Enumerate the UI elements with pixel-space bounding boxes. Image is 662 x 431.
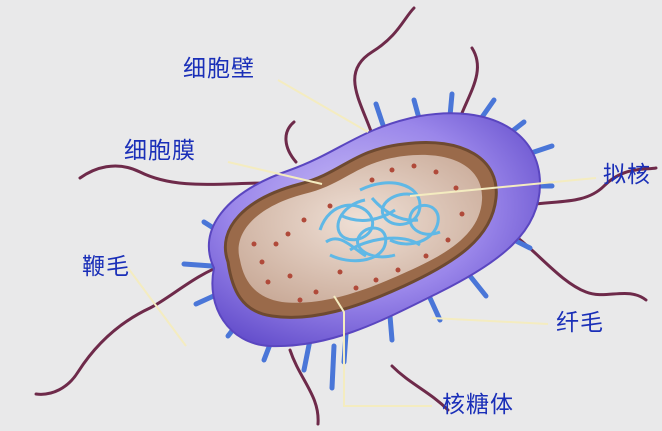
pilus	[467, 273, 489, 299]
label-flagellum: 鞭毛	[82, 254, 130, 280]
label-ribosome: 核糖体	[442, 392, 514, 418]
label-cell-membrane: 细胞膜	[124, 138, 196, 164]
label-cell-wall: 细胞壁	[183, 56, 255, 82]
pilus	[329, 343, 337, 391]
pilus	[427, 295, 443, 323]
leader-line-ribosome	[333, 295, 432, 407]
leader-line-cell-membrane	[227, 161, 323, 185]
pilus	[387, 313, 395, 343]
leader-line-flagellum	[127, 267, 187, 347]
flagellum	[288, 348, 320, 426]
cytoplasm	[238, 154, 483, 303]
leader-line-cell-wall	[277, 79, 369, 133]
leader-line-pilus	[431, 317, 549, 325]
flagellum	[508, 230, 648, 302]
nucleoid	[318, 181, 441, 263]
leader-lines	[127, 79, 597, 407]
pilus	[373, 101, 387, 131]
pilus	[181, 261, 215, 269]
flagellum	[34, 262, 228, 396]
ribosomes	[251, 163, 465, 303]
flagellum	[284, 120, 298, 164]
flagellum	[390, 364, 450, 412]
pilus	[301, 337, 313, 373]
label-nucleoid: 拟核	[603, 162, 651, 188]
flagellum	[353, 6, 416, 136]
leader-line-nucleoid	[409, 177, 597, 197]
label-pilus: 纤毛	[556, 310, 604, 336]
flagellum	[458, 46, 479, 120]
